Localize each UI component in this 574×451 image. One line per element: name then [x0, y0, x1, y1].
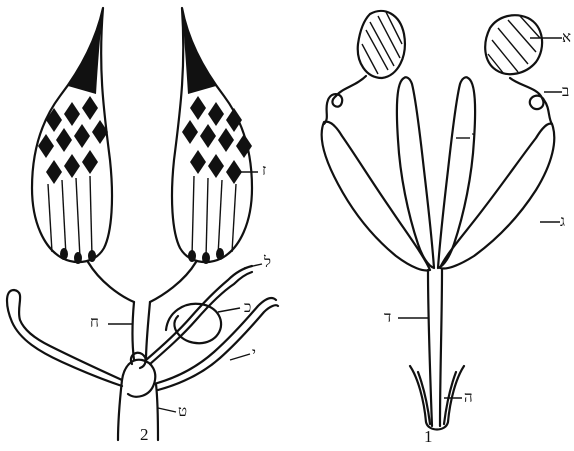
fig2-right-pollinium-checker: [182, 96, 252, 184]
fig2-caudicles: [88, 262, 196, 302]
fig2-label-kaf: כ: [244, 300, 251, 315]
figure-2-drawing: [7, 8, 278, 440]
fig2-label-lamed: ל: [264, 255, 271, 270]
fig2-left-pollinium-ribs: [48, 176, 92, 258]
figure-number-2: 2: [140, 426, 149, 443]
figure-1-drawing: [322, 11, 562, 430]
fig2-right-pollinium-ribs: [192, 176, 236, 258]
fig1-left-outer-petal: [322, 122, 430, 271]
fig2-left-pollinium-drops: [60, 248, 96, 264]
fig2-label-tet: ט: [178, 404, 187, 419]
fig2-stalk: [133, 302, 151, 360]
fig1-label-dalet: ד: [384, 310, 391, 325]
fig2-leader-tet: [158, 408, 176, 412]
fig2-leader-lamed: [244, 264, 262, 268]
fig1-label-he: ה: [464, 390, 473, 405]
fig2-left-arm: [7, 290, 122, 386]
fig1-right-anther: [485, 15, 542, 74]
fig1-label-vav: ו: [472, 130, 476, 145]
fig1-right-coil: [510, 78, 552, 124]
fig1-left-inner-petal: [397, 77, 434, 268]
fig1-right-inner-petal: [438, 77, 475, 268]
fig1-right-outer-petal: [440, 124, 554, 269]
figure-number-1: 1: [424, 428, 433, 445]
fig2-label-het: ח: [90, 315, 99, 330]
fig2-label-yod: י: [252, 346, 256, 361]
fig2-tendril-upper: [146, 266, 252, 364]
fig2-left-pollinium-checker: [38, 96, 108, 184]
fig2-base: [118, 360, 158, 440]
fig2-left-pollinium-dark-tip: [68, 8, 103, 94]
fig1-label-bet: ב: [562, 84, 569, 99]
fig2-label-zayin: ז: [262, 163, 266, 178]
fig2-leader-yod: [230, 354, 250, 360]
fig2-leader-kaf: [218, 308, 240, 312]
fig1-label-aleph: א: [562, 30, 571, 45]
fig1-left-anther-hatching: [362, 12, 402, 74]
fig1-left-coil: [324, 76, 366, 124]
fig1-label-gimel: ג: [560, 214, 565, 229]
fig2-right-pollinium-dark-tip: [182, 8, 216, 94]
fig1-column: [428, 270, 442, 426]
